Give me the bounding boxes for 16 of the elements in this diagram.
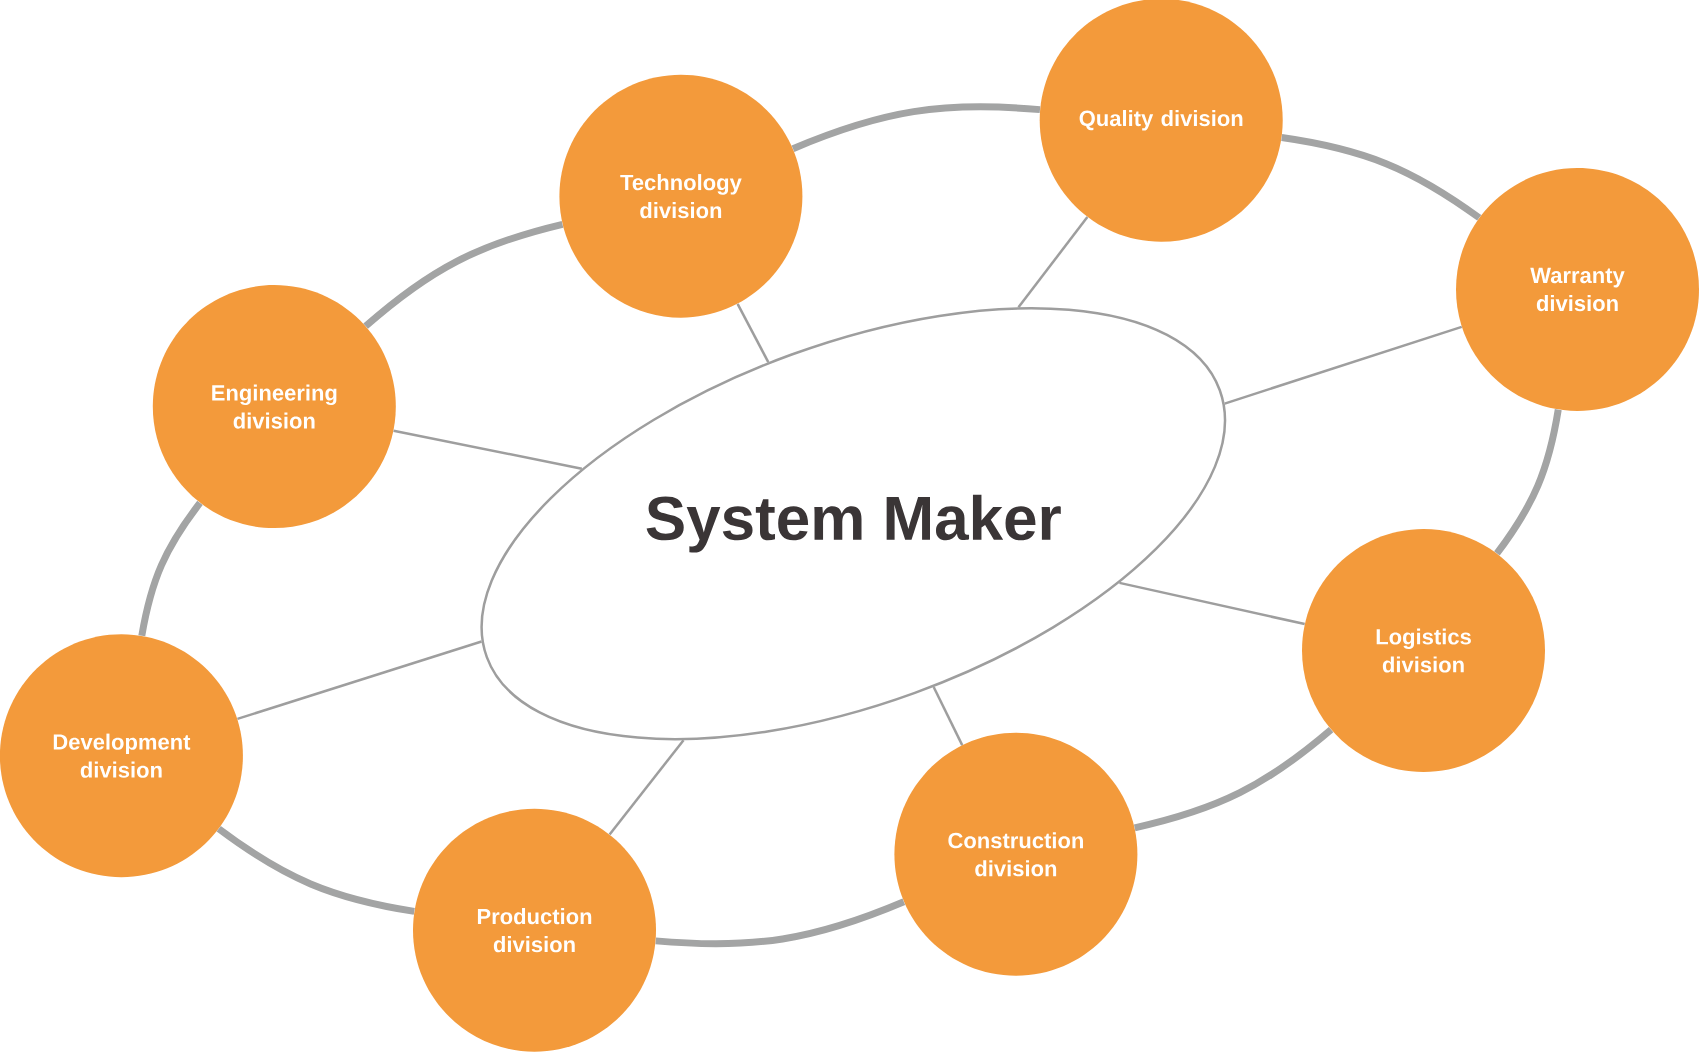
ring-connector [216,825,415,915]
ring-connector [655,898,906,948]
ring-connector [1281,134,1482,221]
connector-line [393,429,583,470]
connector-line [237,640,482,721]
ring-connector [1494,409,1562,556]
connector-line [932,686,964,746]
ring-connector [1133,726,1334,832]
connector-line [1017,216,1089,309]
connector-line [1224,325,1463,405]
ring-connector [791,103,1041,152]
connector-line [736,303,770,363]
connector-line [1119,581,1305,626]
connector-line [608,739,685,836]
ring-connector [138,500,203,637]
ring-connector [363,220,564,329]
